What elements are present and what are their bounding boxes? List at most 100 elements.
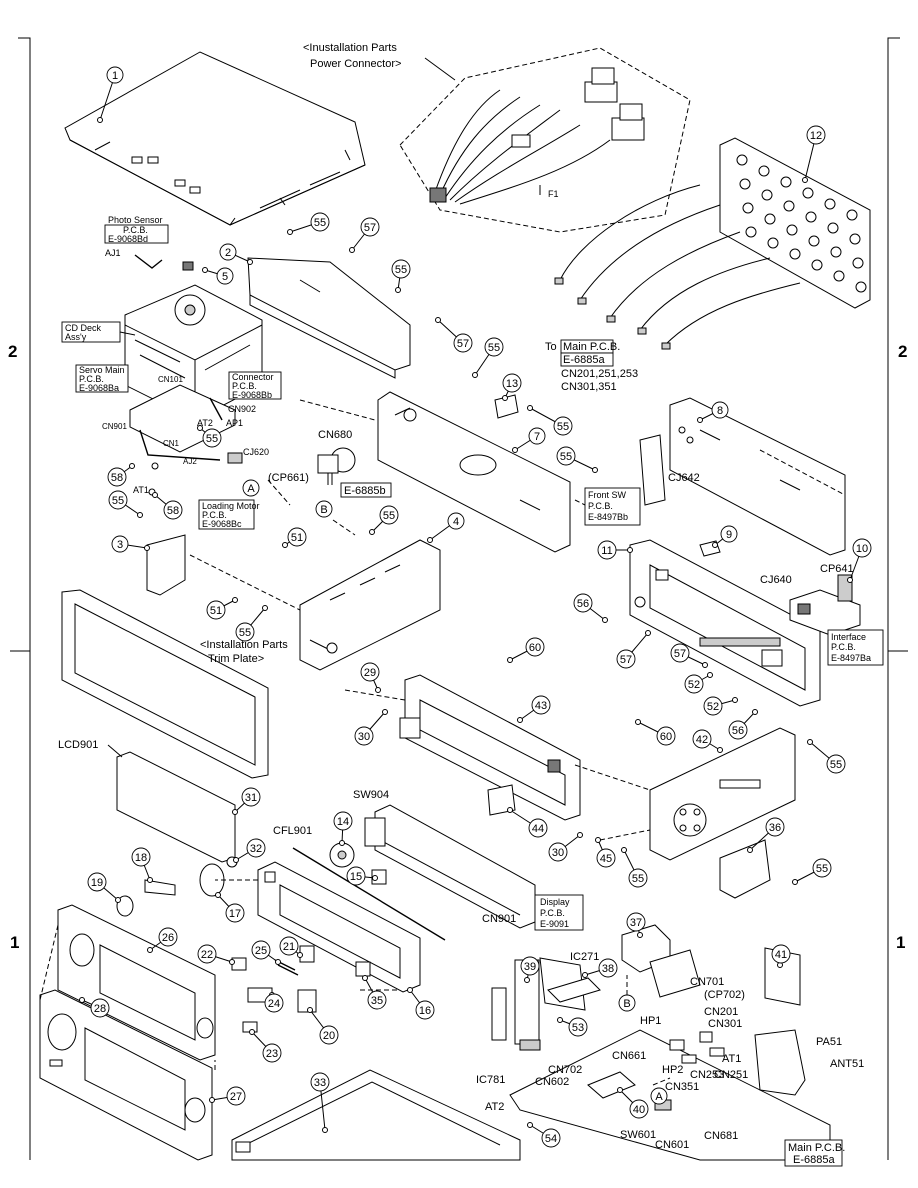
callout-number: 12	[810, 130, 822, 142]
hp2-label: HP2	[662, 1064, 683, 1076]
part-callout: 18	[131, 847, 153, 883]
callout-number: 13	[506, 378, 518, 390]
ap1-label: AP1	[226, 418, 243, 428]
callout-circle	[548, 842, 568, 862]
callout-circle	[163, 500, 183, 520]
callout-number: 1	[112, 70, 118, 82]
front-sw-code: E-8497Bb	[588, 512, 628, 522]
cn-list-2: CN301,351	[561, 381, 617, 393]
callout-number: 36	[769, 822, 781, 834]
lcd901-label: LCD901	[58, 739, 98, 751]
interface-pcb	[789, 574, 861, 636]
cn680-plug	[317, 447, 356, 485]
part-callout: 22	[197, 944, 235, 965]
callout-number: 57	[674, 648, 686, 660]
callout-number: 55	[557, 421, 569, 433]
callout-circle	[354, 726, 374, 746]
cn-list-1: CN201,251,253	[561, 368, 638, 380]
screw-head	[382, 709, 388, 715]
callout-circle	[528, 427, 546, 445]
loading-motor-box	[198, 499, 255, 530]
callout-number: 24	[268, 998, 280, 1010]
rca-jack-hole	[780, 176, 792, 188]
screw-head	[592, 467, 598, 473]
main-pcb-bottom-code: E-6885a	[793, 1154, 835, 1166]
cd-deck-label-1: CD Deck	[65, 323, 102, 333]
connection-ref-mark: B	[618, 994, 636, 1012]
connector-pcb-box	[228, 371, 282, 400]
part-callout: 38	[582, 958, 618, 978]
screw-head	[635, 719, 641, 725]
callout-number: 16	[419, 1005, 431, 1017]
part-callout: 27	[209, 1086, 246, 1106]
callout-circle	[107, 467, 127, 487]
ant51-label: ANT51	[830, 1058, 864, 1070]
power-connector-caption-line1: <Inustallation Parts	[303, 42, 397, 54]
part-callout: 23	[249, 1029, 282, 1063]
screw-head	[617, 1087, 623, 1093]
callout-circle	[219, 243, 237, 261]
part-callout: 17	[215, 892, 245, 923]
part-callout: 15	[346, 866, 378, 886]
display-pcb-pcb: P.C.B.	[540, 908, 565, 918]
screw-head	[372, 875, 378, 881]
cn701-label: CN701	[690, 976, 724, 988]
rca-jack-hole	[849, 233, 861, 245]
callout-number: 42	[696, 734, 708, 746]
cn251-label: CN251	[714, 1069, 748, 1081]
callout-circle	[197, 944, 217, 964]
screw-head	[807, 739, 813, 745]
callout-circle	[692, 729, 712, 749]
bottom-chassis-33	[231, 1069, 521, 1161]
callout-circle	[531, 695, 551, 715]
screw-head	[792, 879, 798, 885]
callout-number: 32	[250, 843, 262, 855]
screw-head	[349, 247, 355, 253]
part-callout: 39	[520, 956, 540, 983]
callout-number: 55	[383, 510, 395, 522]
callout-circle	[629, 1099, 649, 1119]
part-callout: 41	[771, 944, 791, 968]
rca-jack-hole	[758, 165, 770, 177]
rca-jack-hole	[827, 222, 839, 234]
part-callout: 32	[233, 838, 266, 863]
part-callout: 44	[507, 807, 548, 838]
rca-jack-hole	[855, 281, 867, 293]
callout-number: 37	[630, 917, 642, 929]
loading-motor-code: E-9068Bc	[202, 519, 242, 529]
callout-circle	[87, 872, 107, 892]
cn680-pcb-box	[340, 482, 392, 498]
part-callout: 56	[573, 593, 608, 623]
part-callout: 45	[595, 837, 616, 868]
screw-head	[339, 840, 345, 846]
callout-number: 30	[358, 731, 370, 743]
part-callout: 56	[728, 709, 758, 740]
callout-number: 52	[688, 679, 700, 691]
ref-letter: A	[247, 483, 255, 495]
callout-number: 10	[856, 543, 868, 555]
part-callout: 58	[152, 492, 183, 520]
rca-jack-hole	[811, 259, 823, 271]
loading-motor-label-2: P.C.B.	[202, 510, 227, 520]
callout-number: 31	[245, 792, 257, 804]
part-callout: 55	[287, 212, 330, 235]
callout-number: 55	[488, 342, 500, 354]
callout-circle	[553, 416, 573, 436]
callout-circle	[360, 217, 380, 237]
part-16-holder	[257, 861, 421, 993]
ref-circle	[315, 500, 333, 518]
screw-head	[209, 1097, 215, 1103]
part-callout: 4	[427, 512, 465, 543]
front-sw-box	[584, 487, 641, 526]
part-callout: 28	[79, 997, 110, 1018]
screw-head	[232, 597, 238, 603]
pa51-label: PA51	[816, 1036, 842, 1048]
callout-circle	[670, 643, 690, 663]
cn680-pcb-code: E-6885b	[344, 485, 386, 497]
part-callout: 26	[147, 927, 178, 953]
at2-label-b: AT2	[485, 1101, 504, 1113]
part-callout: 60	[635, 719, 676, 746]
rca-jack-hole	[802, 187, 814, 199]
screw-head	[802, 177, 808, 183]
part-callout: 58	[107, 463, 135, 487]
